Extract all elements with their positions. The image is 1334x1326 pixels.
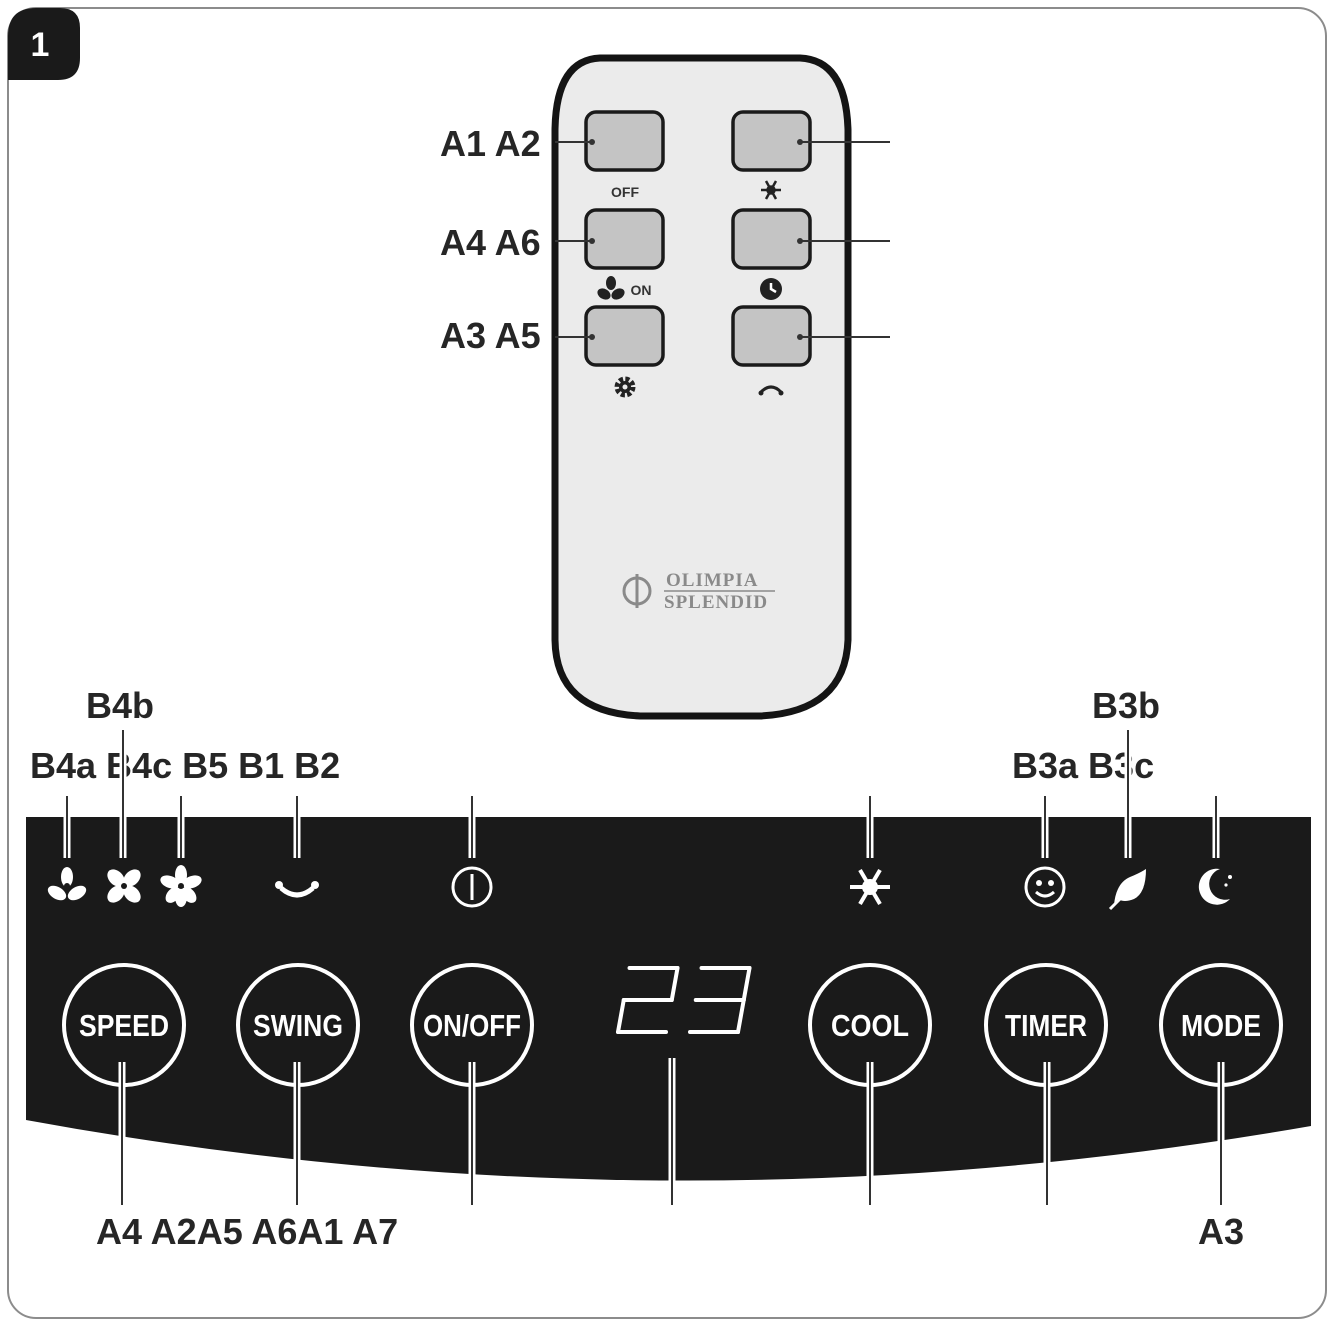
logo-line1: OLIMPIA <box>666 570 759 591</box>
speed-button-label: SPEED <box>79 1008 169 1043</box>
fan-mid-icon <box>107 869 141 903</box>
remote-control: OFF ON OLIMPIA SPLENDID <box>551 54 852 720</box>
remote-button-off[interactable] <box>584 110 665 172</box>
logo-line2: SPLENDID <box>664 592 768 613</box>
remote-on-caption: ON <box>631 282 652 298</box>
callout-top-row: B4a B4c B5 B1 B2 <box>30 745 340 786</box>
snowflake-icon <box>850 868 890 906</box>
panel-bottom-leaders <box>118 1058 1225 1205</box>
remote-button-timer[interactable] <box>731 208 812 270</box>
display-digit <box>616 966 680 1034</box>
callout-b4b: B4b <box>86 685 154 726</box>
display-segment-b <box>741 966 752 1002</box>
swing-icon <box>758 385 784 396</box>
figure-badge: 1 <box>8 8 80 80</box>
mode-button-label: MODE <box>1181 1008 1261 1043</box>
on-off-button-label: ON/OFF <box>423 1008 521 1043</box>
panel-buttons: SPEED SWING ON/OFF COOL TIMER MODE <box>62 963 1283 1087</box>
fan-low-icon <box>47 867 87 901</box>
callout-b3b: B3b <box>1092 685 1160 726</box>
moon-icon <box>1198 868 1232 905</box>
temperature-display <box>616 966 752 1034</box>
smiley-icon <box>1024 866 1066 908</box>
remote-label-a4-a6: A4 A6 <box>440 222 541 263</box>
display-segment-c <box>736 998 746 1034</box>
badge-number: 1 <box>31 26 50 64</box>
remote-leader-lines <box>555 141 890 338</box>
remote-label-a3-a5: A3 A5 <box>440 315 541 356</box>
clock-icon <box>760 278 782 300</box>
panel-top-leaders <box>63 730 1220 858</box>
olimpia-splendid-logo: OLIMPIA SPLENDID <box>622 570 775 613</box>
remote-button-mode[interactable] <box>584 305 665 367</box>
swing-button-label: SWING <box>253 1008 343 1043</box>
display-segment-b <box>669 966 680 1002</box>
snowflake-icon <box>761 180 781 200</box>
fan-high-icon <box>160 865 202 907</box>
fan-icon <box>597 276 625 300</box>
display-segment-e <box>616 998 626 1034</box>
display-digit <box>688 966 752 1034</box>
callout-top-right: B3a B3c <box>1012 745 1154 786</box>
remote-button-fan-on[interactable] <box>584 208 665 270</box>
gear-icon <box>614 376 636 398</box>
callout-bottom-left: A4 A2A5 A6A1 A7 <box>96 1211 398 1252</box>
swing-icon <box>275 881 319 898</box>
remote-off-caption: OFF <box>611 184 639 200</box>
callout-bottom-right: A3 <box>1198 1211 1244 1252</box>
leaf-icon <box>1108 869 1146 911</box>
power-icon <box>451 866 493 908</box>
timer-button-label: TIMER <box>1005 1008 1087 1043</box>
cool-button-label: COOL <box>831 1008 909 1043</box>
remote-label-a1-a2: A1 A2 <box>440 123 541 164</box>
